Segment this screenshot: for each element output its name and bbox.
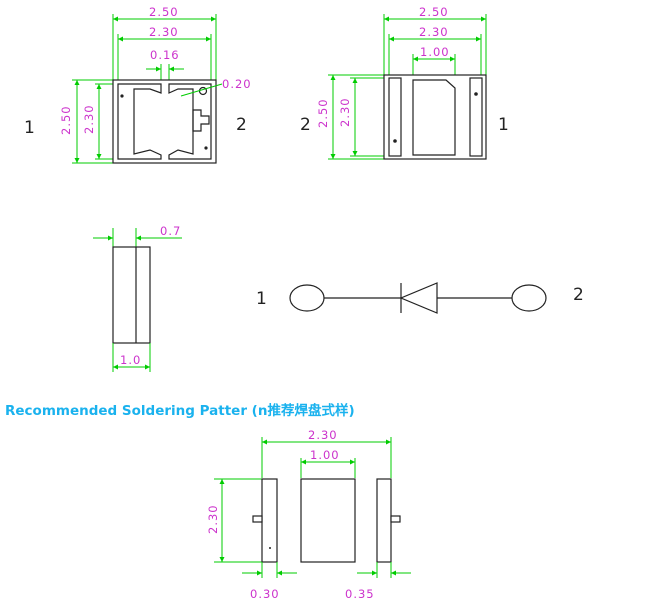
schematic-pin-right: 2 — [573, 285, 584, 305]
bottom-pin-left: 2 — [300, 115, 311, 135]
side-thickness-bottom: 1.0 — [120, 353, 141, 367]
side-thickness-top: 0.7 — [160, 224, 181, 238]
soldering-pattern: 2.30 1.00 2.30 0.30 0.35 — [206, 428, 411, 601]
solder-right-dim: 0.35 — [345, 587, 375, 601]
top-gap: 0.16 — [150, 48, 180, 62]
side-view: 0.7 1.0 — [93, 224, 182, 372]
solder-width: 2.30 — [308, 428, 338, 442]
solder-left-dim: 0.30 — [250, 587, 280, 601]
bottom-view: 2.50 2.30 1.00 2.50 2.30 2 1 — [300, 5, 509, 160]
bottom-pin-right: 1 — [498, 115, 509, 135]
top-width-inner: 2.30 — [149, 25, 179, 39]
top-height-inner: 2.30 — [82, 104, 96, 134]
bottom-height-inner: 2.30 — [338, 97, 352, 127]
top-pin-left: 1 — [24, 118, 35, 138]
top-view: 2.50 2.30 0.16 2.50 2.30 0.20 1 2 — [24, 5, 252, 164]
bottom-width-inner: 2.30 — [419, 25, 449, 39]
bottom-pad-width: 1.00 — [420, 45, 450, 59]
top-pin-right: 2 — [236, 115, 247, 135]
bottom-width-outer: 2.50 — [419, 5, 449, 19]
schematic-pin-left: 1 — [256, 289, 267, 309]
top-corner: 0.20 — [222, 77, 252, 91]
top-height-outer: 2.50 — [59, 105, 73, 135]
bottom-height-outer: 2.50 — [316, 98, 330, 128]
diode-schematic: 1 2 — [256, 282, 584, 314]
top-width-outer: 2.50 — [149, 5, 179, 19]
solder-height: 2.30 — [206, 504, 220, 534]
solder-pad-width: 1.00 — [310, 448, 340, 462]
soldering-pattern-title: Recommended Soldering Patter (n推荐焊盘式样) — [5, 402, 355, 419]
